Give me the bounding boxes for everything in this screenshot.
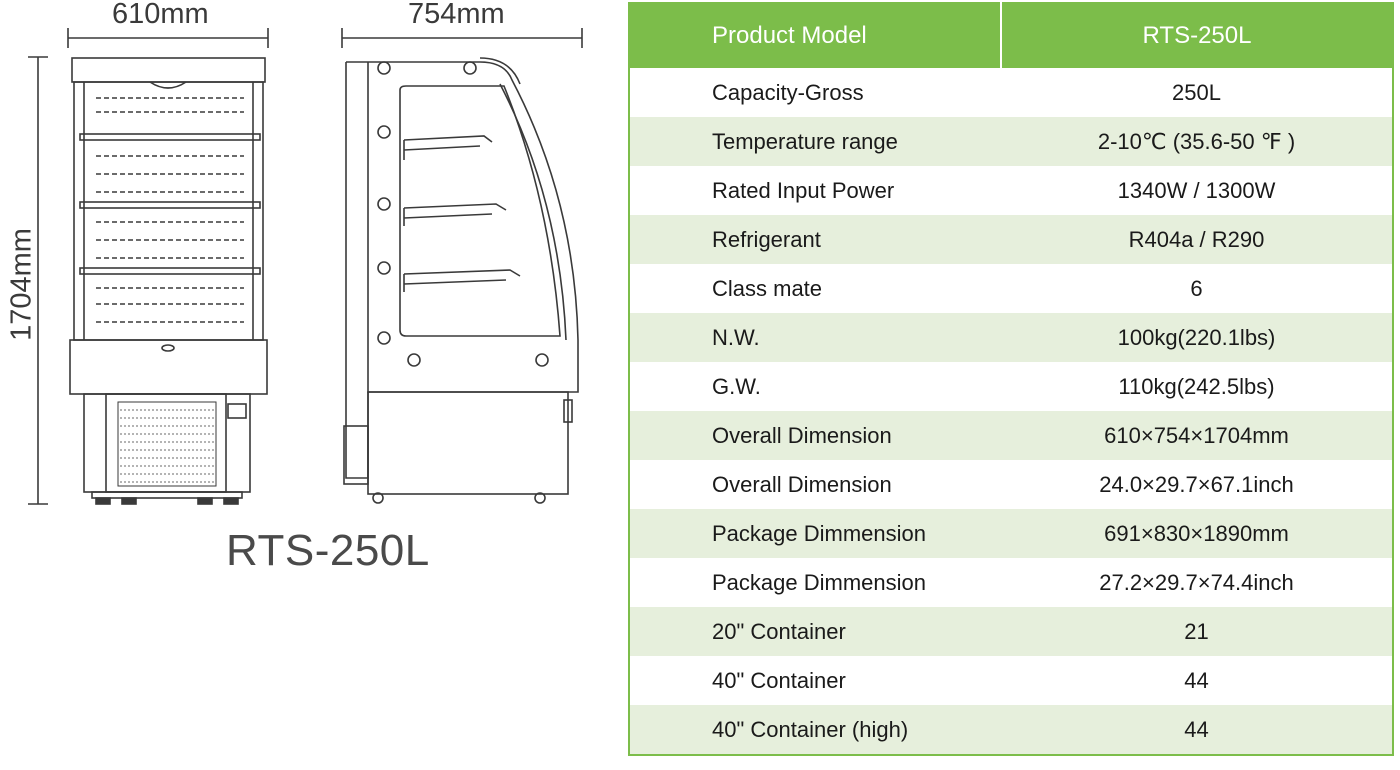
row-key: 40" Container (high) — [629, 705, 1001, 755]
row-key: Overall Dimension — [629, 411, 1001, 460]
front-width-label: 610mm — [112, 0, 209, 30]
table-row: Overall Dimension 24.0×29.7×67.1inch — [629, 460, 1393, 509]
row-key: Overall Dimension — [712, 471, 892, 497]
row-value: 1340W / 1300W — [1117, 177, 1276, 203]
row-value: 110kg(242.5lbs) — [1118, 373, 1275, 399]
row-value: 691×830×1890mm — [1001, 509, 1393, 558]
table-row: 40" Container 44 — [629, 656, 1393, 705]
header-value: RTS-250L — [1001, 3, 1393, 68]
row-key: N.W. — [629, 313, 1001, 362]
model-caption: RTS-250L — [226, 526, 430, 575]
row-value: R404a / R290 — [1001, 215, 1393, 264]
row-key: 20" Container — [629, 607, 1001, 656]
table-row: Capacity-Gross 250L — [629, 68, 1393, 117]
row-value: 100kg(220.1lbs) — [1001, 313, 1393, 362]
row-value: 21 — [1001, 607, 1393, 656]
front-width-dimension-line — [67, 28, 269, 48]
row-value: 27.2×29.7×74.4inch — [1099, 569, 1294, 595]
side-shelves — [403, 135, 521, 292]
header-key: Product Model — [629, 3, 1002, 68]
row-key: Rated Input Power — [712, 177, 895, 203]
table-row: Refrigerant R404a / R290 — [629, 215, 1393, 264]
table-row: 40" Container (high) 44 — [629, 705, 1393, 755]
row-key: G.W. — [712, 373, 761, 399]
table-row: N.W. 100kg(220.1lbs) — [629, 313, 1393, 362]
row-value: 24.0×29.7×67.1inch — [1099, 471, 1294, 497]
front-view — [69, 57, 268, 505]
row-key: Class mate — [712, 275, 823, 301]
row-value: 2-10℃ (35.6-50 ℉ ) — [1001, 117, 1393, 166]
table-row: Package Dimmension 27.2×29.7×74.4inch — [629, 558, 1393, 607]
row-value: 250L — [1172, 79, 1221, 105]
side-depth-label: 754mm — [408, 0, 505, 30]
side-depth-dimension-line — [341, 28, 583, 48]
row-key: Package Dimmension — [629, 509, 1001, 558]
product-technical-drawing — [28, 28, 583, 505]
table-row: Temperature range 2-10℃ (35.6-50 ℉ ) — [629, 117, 1393, 166]
row-key: Capacity-Gross — [712, 79, 864, 105]
spec-table: Product Model RTS-250L Capacity-Gross 25… — [628, 2, 1394, 756]
row-value: 6 — [1190, 275, 1203, 301]
side-view — [343, 57, 579, 504]
row-value: 610×754×1704mm — [1001, 411, 1393, 460]
table-row: Overall Dimension 610×754×1704mm — [629, 411, 1393, 460]
row-value: 44 — [1184, 667, 1209, 693]
table-row: G.W. 110kg(242.5lbs) — [629, 362, 1393, 411]
table-row: Rated Input Power 1340W / 1300W — [629, 166, 1393, 215]
table-row: Class mate 6 — [629, 264, 1393, 313]
row-value: 44 — [1001, 705, 1393, 755]
table-row: 20" Container 21 — [629, 607, 1393, 656]
side-bolts — [377, 61, 549, 367]
spec-table-header: Product Model RTS-250L — [629, 3, 1393, 68]
row-key: Package Dimmension — [712, 569, 926, 595]
table-row: Package Dimmension 691×830×1890mm — [629, 509, 1393, 558]
row-key: Refrigerant — [629, 215, 1001, 264]
row-key: Temperature range — [629, 117, 1001, 166]
height-dimension-line — [28, 56, 48, 505]
row-key: 40" Container — [712, 667, 846, 693]
